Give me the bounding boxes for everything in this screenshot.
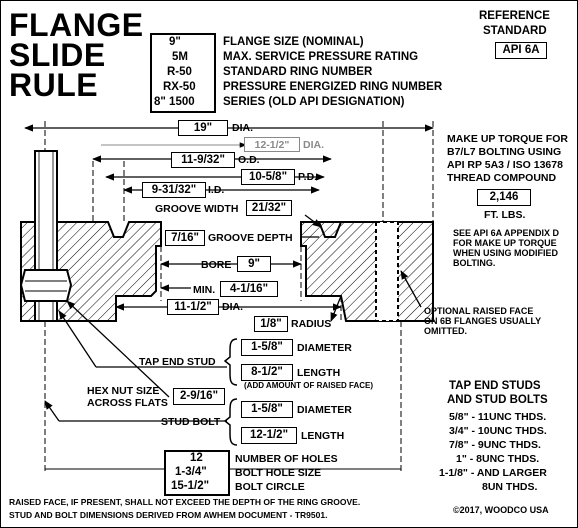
reference-standard-value: API 6A: [495, 42, 547, 59]
threads-title-2: AND STUD BOLTS: [447, 394, 548, 406]
thread-row: 1" - 8UNC THDS.: [456, 453, 540, 465]
torque-note-4: BOLTING.: [453, 258, 496, 268]
thread-row: 1-1/8" - AND LARGER: [439, 467, 547, 479]
outer-dia-label: DIA.: [232, 122, 253, 134]
header-values-box: [150, 33, 216, 113]
torque-note-2: FOR MAKE UP TORQUE: [453, 238, 557, 248]
energized-ring-value: RX-50: [163, 81, 196, 93]
ring-number-value: R-50: [167, 66, 192, 78]
stud-bolt-label: STUD BOLT: [161, 416, 221, 428]
od-value: 11-9/32": [171, 152, 235, 168]
ring-number-label: STANDARD RING NUMBER: [223, 66, 373, 78]
pd-value: 10-5/8": [241, 169, 295, 185]
flange-body-right: [300, 221, 434, 322]
footer-line-2: STUD AND BOLT DIMENSIONS DERIVED FROM AW…: [9, 510, 328, 520]
torque-unit: FT. LBS.: [484, 209, 526, 221]
torque-value: 2,146: [477, 189, 531, 206]
threads-title-1: TAP END STUDS: [449, 380, 541, 392]
thread-row: 5/8" - 11UNC THDS.: [449, 411, 547, 423]
flange-size-label: FLANGE SIZE (NOMINAL): [223, 36, 364, 48]
thread-row: 7/8" - 9UNC THDS.: [449, 439, 541, 451]
hub-dia-label: DIA.: [222, 301, 243, 313]
pressure-rating-label: MAX. SERVICE PRESSURE RATING: [223, 51, 419, 63]
copyright-text: ©2017, WOODCO USA: [453, 505, 549, 515]
radius-value: 1/8": [254, 316, 288, 332]
reference-label-2: STANDARD: [483, 25, 547, 37]
tap-end-stud-diameter-value: 1-5/8": [241, 339, 293, 356]
stud-bolt-diameter-value: 1-5/8": [241, 401, 293, 418]
tap-end-stud-note: (ADD AMOUNT OF RAISED FACE): [244, 381, 374, 390]
raised-face-dia-value: 12-1/2": [244, 137, 300, 152]
series-value: 8" 1500: [154, 96, 195, 108]
bolt-holes-box: [164, 450, 230, 496]
stud-bolt-diameter-label: DIAMETER: [297, 404, 352, 416]
torque-line-3: API RP 5A3 / ISO 13678: [447, 159, 563, 171]
bolt-circle-value: 15-1/2": [171, 480, 210, 492]
id-value: 9-31/32": [142, 182, 206, 198]
groove-depth-value: 7/16": [165, 230, 205, 246]
hole-count-value: 12: [190, 452, 203, 464]
radius-label: RADIUS: [291, 318, 332, 330]
hex-nut-line-1: HEX NUT SIZE: [87, 385, 160, 397]
title-line-1: FLANGE: [9, 7, 144, 43]
thread-row: 3/4" - 10UNC THDS.: [449, 425, 547, 437]
bore-value: 9": [237, 256, 271, 272]
torque-line-1: MAKE UP TORQUE FOR: [447, 133, 568, 145]
hex-nut-value: 2-9/16": [173, 388, 225, 405]
tap-end-stud-length-value: 8-1/2": [241, 364, 293, 381]
groove-width-value: 21/32": [246, 200, 292, 216]
hole-size-label: BOLT HOLE SIZE: [235, 467, 322, 479]
raised-face-dia-label: DIA.: [303, 139, 324, 151]
torque-line-2: B7/L7 BOLTING USING: [447, 146, 562, 158]
min-value: 4-1/16": [220, 281, 278, 297]
pd-label: P.D.: [298, 171, 318, 183]
tap-end-stud-length-label: LENGTH: [297, 367, 341, 379]
min-label: MIN.: [193, 284, 216, 296]
footer-line-1: RAISED FACE, IF PRESENT, SHALL NOT EXCEE…: [9, 497, 361, 507]
title-line-2: SLIDE: [9, 37, 106, 73]
hole-count-label: NUMBER OF HOLES: [235, 453, 338, 465]
id-label: I.D.: [208, 184, 225, 196]
stud-bolt-brace: [223, 398, 238, 446]
tap-end-stud-diameter-label: DIAMETER: [297, 342, 352, 354]
energized-ring-label: PRESSURE ENERGIZED RING NUMBER: [223, 81, 443, 93]
reference-label-1: REFERENCE: [479, 10, 550, 22]
stud-bolt-length-label: LENGTH: [301, 430, 345, 442]
series-label: SERIES (OLD API DESIGNATION): [223, 96, 405, 108]
raised-face-note-2: ON 6B FLANGES USUALLY: [424, 316, 542, 326]
bore-label: BORE: [201, 259, 232, 271]
title-line-3: RULE: [9, 67, 99, 103]
raised-face-note-1: OPTIONAL RAISED FACE: [424, 306, 534, 316]
hole-size-value: 1-3/4": [175, 466, 207, 478]
groove-width-label: GROOVE WIDTH: [155, 203, 239, 215]
torque-note-1: SEE API 6A APPENDIX D: [453, 228, 560, 238]
od-label: O.D.: [238, 154, 260, 166]
groove-depth-label: GROOVE DEPTH: [208, 232, 293, 244]
hex-nut-line-2: ACROSS FLATS: [87, 397, 168, 409]
hex-nut: [19, 269, 73, 302]
hub-dia-value: 11-1/2": [167, 299, 219, 315]
stud-bolt-length-value: 12-1/2": [241, 427, 297, 444]
pressure-rating-value: 5M: [172, 51, 188, 63]
thread-row: 8UN THDS.: [482, 481, 538, 493]
tap-end-stud-brace: [223, 338, 238, 386]
outer-dia-value: 19": [178, 120, 228, 136]
torque-note-3: WHEN USING MODIFIED: [453, 248, 558, 258]
flange-size-value: 9": [169, 36, 181, 48]
torque-line-4: THREAD COMPOUND: [447, 172, 557, 184]
bolt-circle-label: BOLT CIRCLE: [235, 481, 305, 493]
tap-end-stud-label: TAP END STUD: [139, 356, 216, 368]
tap-end-stud: [375, 221, 399, 322]
raised-face-note-3: OMITTED.: [424, 326, 467, 336]
